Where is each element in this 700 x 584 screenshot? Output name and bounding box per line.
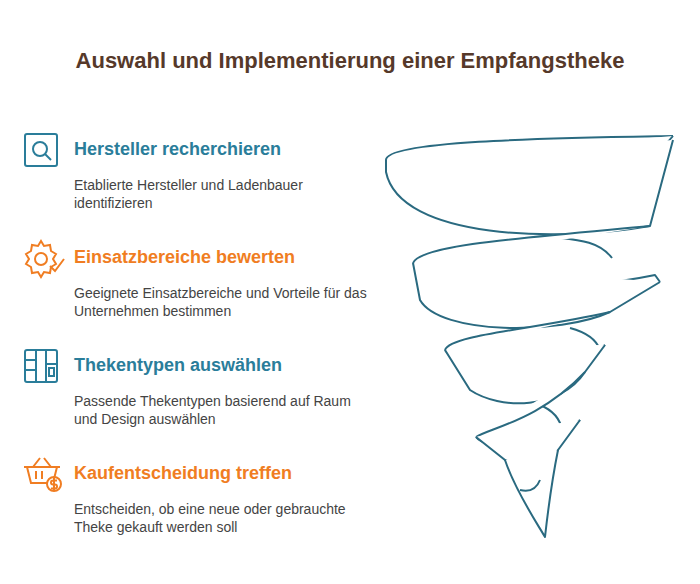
step-description: Passende Thekentypen basierend auf Raum … <box>74 392 374 428</box>
step-heading: Einsatzbereiche bewerten <box>74 247 295 268</box>
basket-dollar-icon <box>24 458 61 491</box>
spiral-funnel <box>386 136 675 537</box>
step-heading: Thekentypen auswählen <box>74 355 282 376</box>
search-icon <box>25 134 57 166</box>
layout-icon <box>25 350 57 382</box>
gear-check-icon <box>26 241 64 277</box>
step-description: Geeignete Einsatzbereiche und Vorteile f… <box>74 284 374 320</box>
step-heading: Kaufentscheidung treffen <box>74 463 292 484</box>
step-description: Entscheiden, ob eine neue oder gebraucht… <box>74 500 374 536</box>
diagram-title: Auswahl und Implementierung einer Empfan… <box>76 48 625 74</box>
step-description: Etablierte Hersteller und Ladenbauer ide… <box>74 176 374 212</box>
step-heading: Hersteller recherchieren <box>74 139 281 160</box>
